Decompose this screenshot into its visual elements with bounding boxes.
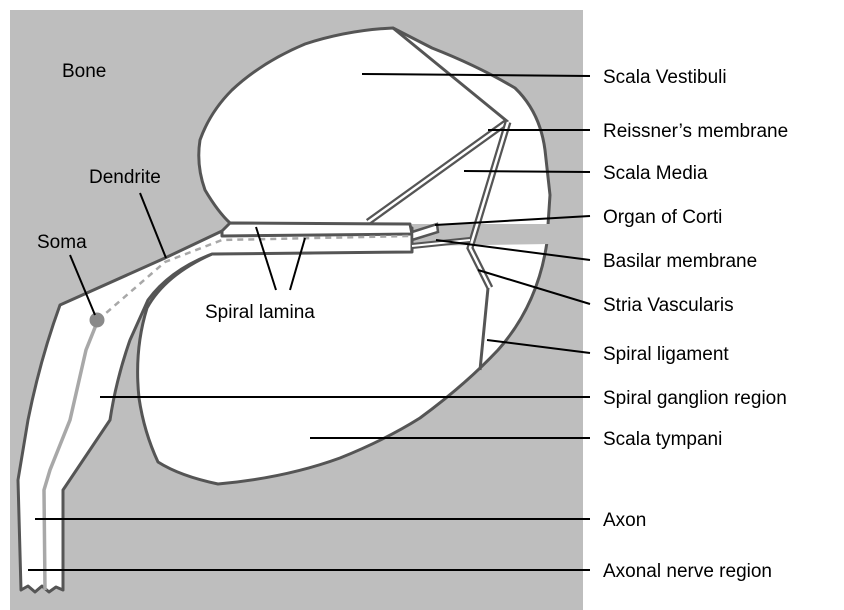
label-dendrite: Dendrite <box>89 167 161 188</box>
label-bone: Bone <box>62 61 106 82</box>
label-scala-tympani: Scala tympani <box>603 429 722 450</box>
label-spiral-ligament: Spiral ligament <box>603 344 729 365</box>
label-scala-media: Scala Media <box>603 163 708 184</box>
label-organ-of-corti: Organ of Corti <box>603 207 722 228</box>
label-soma: Soma <box>37 232 87 253</box>
label-scala-vestibuli: Scala Vestibuli <box>603 67 727 88</box>
label-spiral-ganglion-region: Spiral ganglion region <box>603 388 787 409</box>
label-axon: Axon <box>603 510 646 531</box>
label-basilar-membrane: Basilar membrane <box>603 251 757 272</box>
spiral-lamina-plate <box>222 223 412 236</box>
label-stria-vascularis: Stria Vascularis <box>603 295 734 316</box>
label-axonal-nerve-region: Axonal nerve region <box>603 561 772 582</box>
label-reissners-membrane: Reissner’s membrane <box>603 121 788 142</box>
leader-scala-media <box>464 171 590 172</box>
soma-cell-body <box>90 313 105 328</box>
label-spiral-lamina: Spiral lamina <box>205 302 315 323</box>
